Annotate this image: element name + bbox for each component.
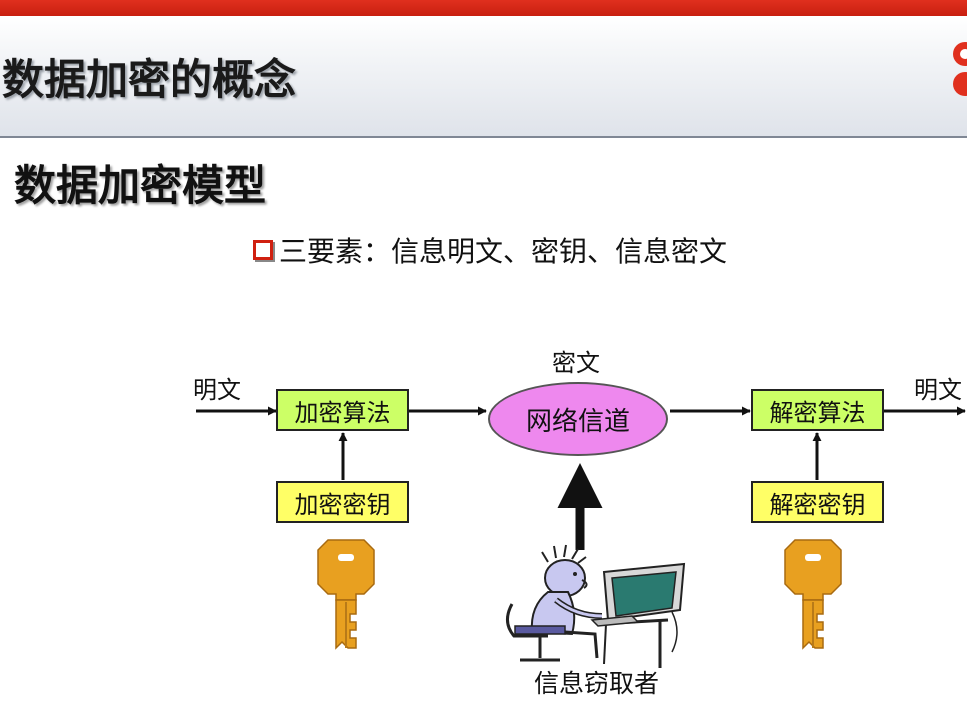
ciphertext-label: 密文: [552, 349, 600, 377]
decrypt-key-box: 解密密钥: [751, 481, 884, 523]
plaintext-input-label: 明文: [193, 376, 241, 404]
decrypt-algorithm-box: 解密算法: [751, 389, 884, 431]
bullet-text: 三要素：信息明文、密钥、信息密文: [279, 235, 728, 268]
bullet-item: 三要素：信息明文、密钥、信息密文: [253, 230, 727, 270]
key-icon: [317, 539, 375, 650]
page-title: 数据加密的概念: [2, 55, 297, 104]
top-accent-bar: [0, 0, 967, 16]
section-title: 数据加密模型: [14, 161, 267, 210]
bullet-square-icon: [253, 240, 273, 260]
network-channel-ellipse: 网络信道: [488, 382, 668, 456]
encrypt-algorithm-box: 加密算法: [276, 389, 409, 431]
plaintext-output-label: 明文: [914, 376, 962, 404]
slide-header: 数据加密的概念: [0, 16, 967, 138]
key-icon: [784, 539, 842, 650]
eavesdropper-figure-icon: [506, 544, 686, 668]
logo-icon: [953, 42, 967, 96]
eavesdropper-label: 信息窃取者: [534, 669, 660, 698]
encrypt-key-box: 加密密钥: [276, 481, 409, 523]
